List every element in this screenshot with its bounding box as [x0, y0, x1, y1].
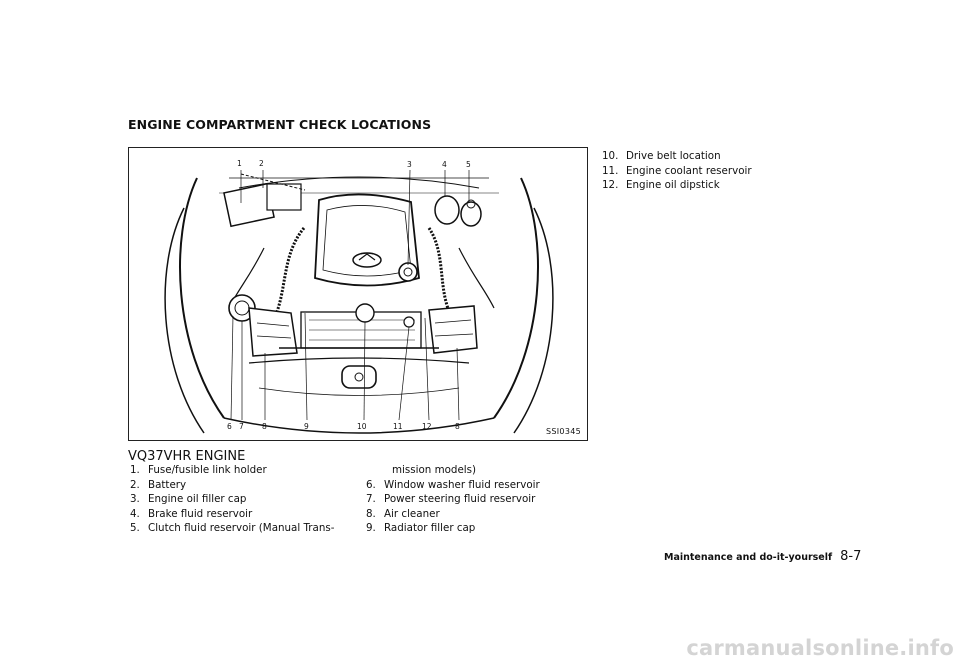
- list-item: 7.Power steering fluid reservoir: [366, 493, 536, 505]
- watermark: carmanualsonline.info: [686, 636, 954, 660]
- list-item-continuation: mission models): [392, 464, 477, 476]
- callout-2: 2: [259, 159, 264, 168]
- callout-7: 7: [239, 422, 244, 431]
- list-item: 1.Fuse/fusible link holder: [130, 464, 267, 476]
- list-item: 10.Drive belt location: [602, 150, 721, 162]
- list-item: 5.Clutch fluid reservoir (Manual Trans-: [130, 522, 335, 534]
- parts-list-right: 10.Drive belt location 11.Engine coolant…: [602, 149, 752, 193]
- engine-compartment-figure: 1 2 3 4 5 6 7 8 9 10 11 12 8 SSI0345: [128, 147, 588, 441]
- callout-10: 10: [357, 422, 367, 431]
- page-number: 8-7: [840, 549, 862, 564]
- parts-list-left: 1.Fuse/fusible link holder 2.Battery 3.E…: [130, 463, 334, 536]
- list-item: 9.Radiator filler cap: [366, 522, 476, 534]
- page-footer: Maintenance and do-it-yourself 8-7: [664, 545, 861, 564]
- engine-title: VQ37VHR ENGINE: [128, 449, 246, 464]
- list-item: 11.Engine coolant reservoir: [602, 164, 752, 177]
- callout-1: 1: [237, 159, 242, 168]
- list-item: 2.Battery: [130, 478, 187, 491]
- list-item: 4.Brake fluid reservoir: [130, 507, 253, 520]
- list-item: 6.Window washer fluid reservoir: [366, 478, 540, 491]
- list-item: 12.Engine oil dipstick: [602, 179, 720, 191]
- callout-12: 12: [422, 422, 432, 431]
- callout-3: 3: [407, 160, 412, 169]
- callout-9: 9: [304, 422, 309, 431]
- callout-6: 6: [227, 422, 232, 431]
- parts-list-middle: mission models) 6.Window washer fluid re…: [366, 463, 540, 536]
- list-item: 3.Engine oil filler cap: [130, 493, 247, 505]
- engine-illustration: [164, 169, 554, 434]
- callout-4: 4: [442, 160, 447, 169]
- callout-8-left: 8: [262, 422, 267, 431]
- section-title: ENGINE COMPARTMENT CHECK LOCATIONS: [128, 117, 432, 132]
- callout-5: 5: [466, 160, 471, 169]
- callout-11: 11: [393, 422, 403, 431]
- callout-8-right: 8: [455, 422, 460, 431]
- figure-code: SSI0345: [546, 427, 581, 436]
- list-item: 8.Air cleaner: [366, 507, 440, 520]
- footer-section-label: Maintenance and do-it-yourself: [664, 552, 833, 563]
